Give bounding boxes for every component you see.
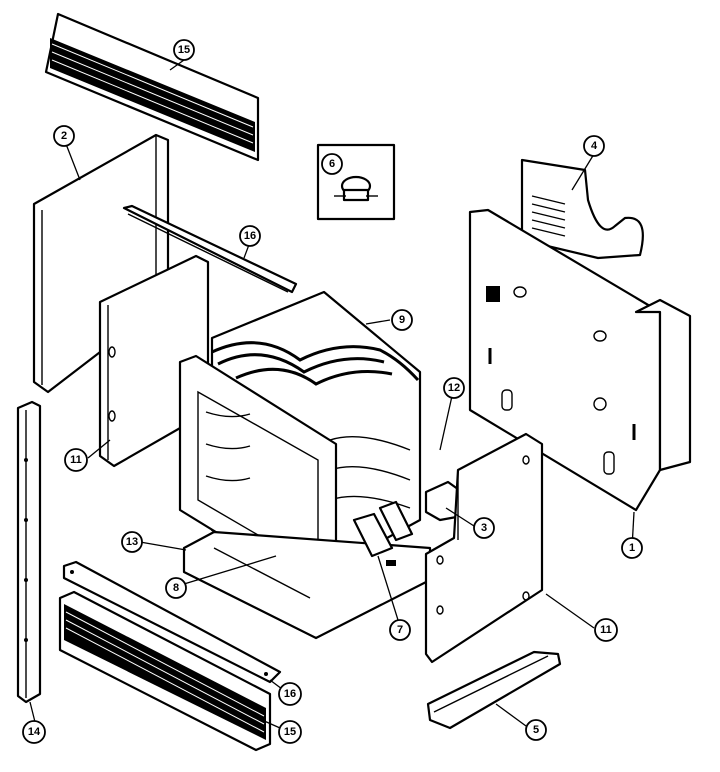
callout-13: 13: [121, 531, 143, 553]
svg-text:12: 12: [448, 382, 460, 394]
callout-8: 8: [165, 577, 187, 599]
leader-lines: [29, 59, 635, 729]
callout-15-bottom: 15: [278, 720, 302, 744]
svg-text:14: 14: [28, 726, 41, 738]
svg-text:1: 1: [629, 542, 635, 554]
callout-16-bottom: 16: [278, 682, 302, 706]
svg-text:5: 5: [533, 724, 539, 736]
callout-7: 7: [389, 619, 411, 641]
callout-11-right: 11: [594, 618, 618, 642]
part-bottom-trim-bar: [62, 560, 282, 684]
callout-3: 3: [473, 517, 495, 539]
part-bake-element-terminal: [352, 500, 414, 558]
callout-1: 1: [621, 537, 643, 559]
callout-4: 4: [583, 135, 605, 157]
callout-6: 6: [321, 153, 343, 175]
callout-16-top: 16: [239, 225, 261, 247]
svg-text:11: 11: [70, 454, 82, 466]
part-right-side-panel: [468, 208, 692, 512]
svg-text:13: 13: [126, 536, 138, 548]
svg-text:16: 16: [244, 230, 256, 242]
svg-text:16: 16: [284, 688, 296, 700]
part-top-trim-bar: [122, 204, 298, 294]
callout-12: 12: [443, 377, 465, 399]
callout-15-top: 15: [173, 39, 195, 61]
callout-9: 9: [391, 309, 413, 331]
part-bottom-channel: [426, 650, 562, 730]
callout-14: 14: [22, 720, 46, 744]
svg-text:11: 11: [600, 624, 612, 636]
svg-text:6: 6: [329, 158, 335, 170]
svg-text:15: 15: [284, 726, 296, 738]
callout-2: 2: [53, 125, 75, 147]
callout-11-left: 11: [64, 448, 88, 472]
part-right-inner-panel: [424, 432, 544, 664]
svg-text:8: 8: [173, 582, 179, 594]
svg-text:15: 15: [178, 44, 190, 56]
svg-text:3: 3: [481, 522, 487, 534]
svg-text:2: 2: [61, 130, 67, 142]
part-rear-cover: [520, 158, 644, 260]
part-bottom-vent-trim: [58, 590, 272, 752]
part-top-vent-trim: [44, 12, 260, 162]
svg-text:4: 4: [591, 140, 598, 152]
callout-5: 5: [525, 719, 547, 741]
svg-text:7: 7: [397, 624, 403, 636]
part-left-trim-strip: [16, 400, 42, 704]
svg-text:9: 9: [399, 314, 405, 326]
